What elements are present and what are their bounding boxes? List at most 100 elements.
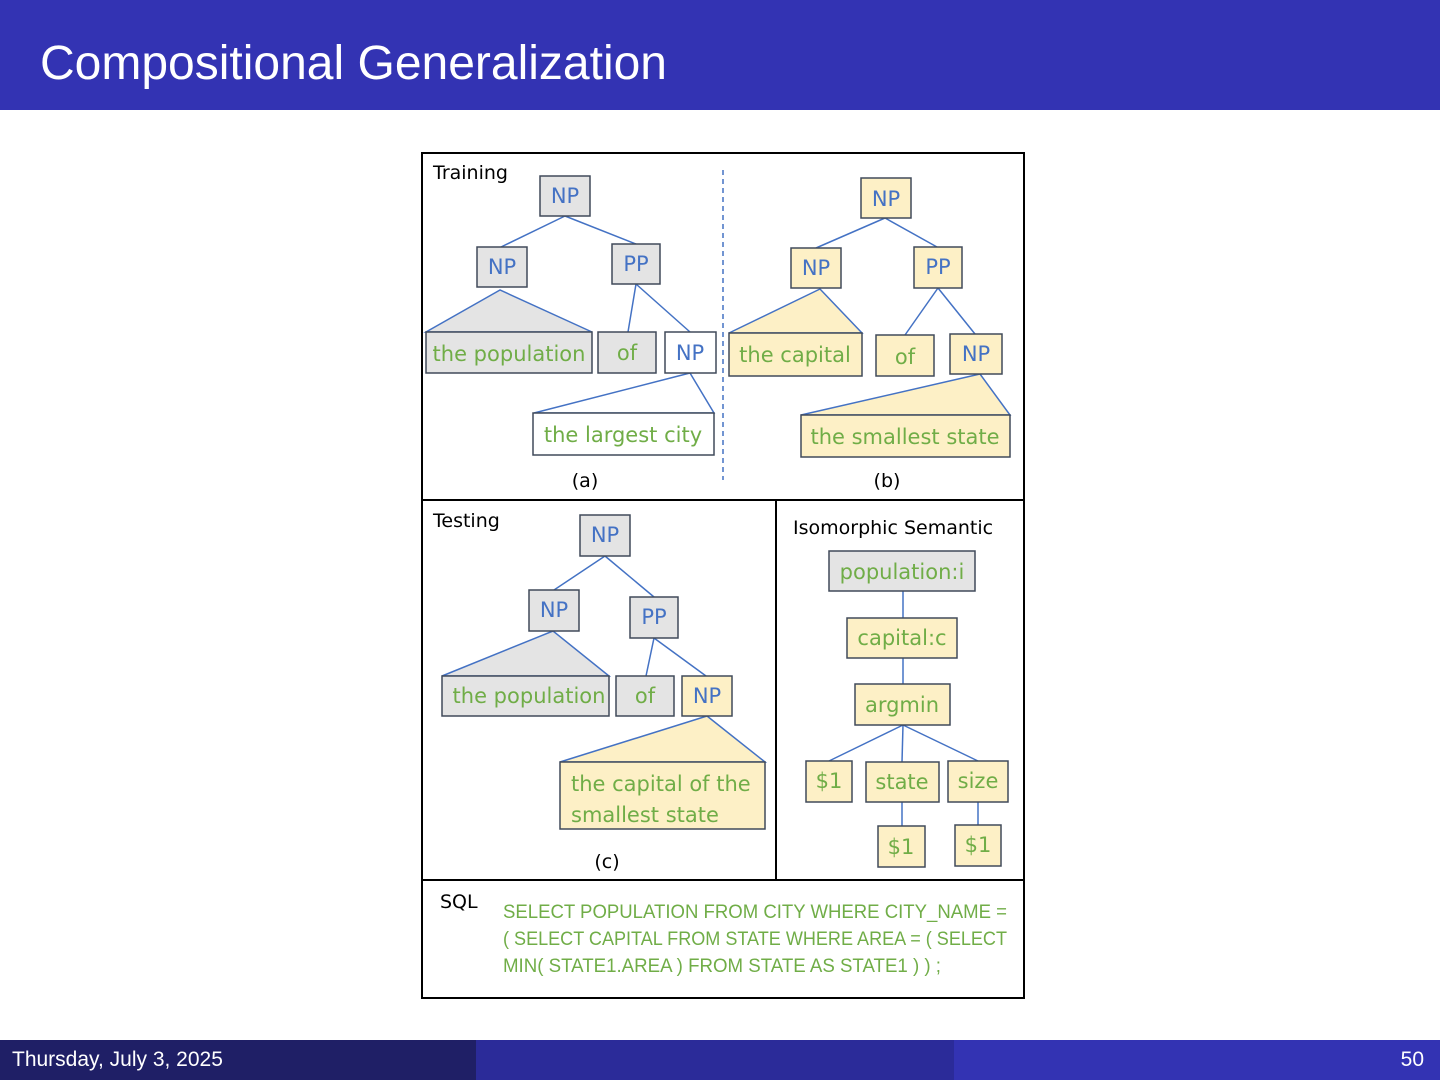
np-node-label: NP bbox=[802, 256, 830, 280]
phrase-text-line: smallest state bbox=[571, 803, 719, 827]
tree-edge bbox=[937, 287, 976, 335]
np-node-label: NP bbox=[540, 598, 568, 622]
constituent-triangle bbox=[559, 715, 768, 763]
tree-edge bbox=[604, 555, 655, 598]
footer-right-bar bbox=[954, 1040, 1440, 1080]
tree-edge bbox=[627, 283, 637, 333]
sql-label: SQL bbox=[440, 891, 478, 913]
footer-middle-bar bbox=[476, 1040, 954, 1080]
pp-node-label: PP bbox=[925, 255, 950, 279]
tree-b: NP NP PP the capital of NP the smallest … bbox=[728, 177, 1012, 458]
slide-title: Compositional Generalization bbox=[40, 37, 667, 90]
word-box bbox=[615, 675, 675, 717]
np-node-label: NP bbox=[693, 684, 721, 708]
footer-left-bar bbox=[0, 1040, 476, 1080]
semantic-node-label: argmin bbox=[865, 693, 939, 717]
semantic-node bbox=[947, 760, 1009, 803]
training-label: Training bbox=[432, 162, 508, 184]
tree-a: NP NP PP the population of NP the larges… bbox=[423, 175, 717, 456]
np-node-label: NP bbox=[551, 184, 579, 208]
np-node bbox=[476, 246, 528, 288]
phrase-box bbox=[728, 332, 863, 377]
np-node-label: NP bbox=[591, 523, 619, 547]
tree-edge bbox=[828, 724, 904, 762]
sql-query: SELECT POPULATION FROM CITY WHERE CITY_N… bbox=[503, 902, 1007, 977]
figure-border bbox=[421, 152, 1025, 999]
tree-edge bbox=[902, 724, 979, 762]
semantic-node-label: $1 bbox=[888, 835, 915, 859]
phrase-text: the population bbox=[453, 684, 606, 708]
phrase-text: the largest city bbox=[544, 423, 702, 447]
tree-edge bbox=[635, 283, 691, 333]
pp-node bbox=[611, 243, 661, 285]
phrase-box bbox=[425, 331, 593, 374]
np-node bbox=[579, 514, 631, 557]
tree-edge bbox=[553, 555, 606, 591]
semantic-node-label: $1 bbox=[965, 833, 992, 857]
constituent-triangle bbox=[533, 372, 716, 414]
tree-edge bbox=[901, 724, 904, 763]
semantic-node bbox=[846, 617, 958, 659]
tree-edge bbox=[815, 217, 886, 249]
semantic-tree: population:i capital:c argmin $1 state s… bbox=[805, 550, 1009, 868]
title-bar: Compositional Generalization bbox=[0, 0, 1440, 110]
caption-a: (a) bbox=[572, 470, 598, 492]
pp-node bbox=[913, 246, 963, 289]
tree-edge bbox=[653, 637, 707, 677]
tree-edge bbox=[645, 637, 655, 677]
tree-edge bbox=[500, 215, 566, 248]
phrase-box bbox=[532, 412, 715, 456]
np-node bbox=[664, 331, 717, 374]
word-box bbox=[875, 334, 935, 377]
tree-edge bbox=[904, 287, 939, 336]
word-text: of bbox=[617, 341, 638, 365]
pp-node bbox=[629, 596, 679, 639]
constituent-triangle bbox=[728, 288, 864, 334]
sql-line: SELECT POPULATION FROM CITY WHERE CITY_N… bbox=[503, 902, 1007, 923]
semantic-node bbox=[828, 550, 976, 592]
semantic-node-label: $1 bbox=[816, 769, 843, 793]
word-text: of bbox=[895, 345, 916, 369]
pp-node-label: PP bbox=[641, 605, 666, 629]
semantic-node bbox=[854, 683, 951, 726]
phrase-text-line: the capital of the bbox=[571, 772, 751, 796]
np-node bbox=[539, 175, 591, 217]
caption-c: (c) bbox=[594, 851, 619, 873]
word-text: of bbox=[635, 684, 656, 708]
phrase-box bbox=[559, 761, 766, 830]
np-node bbox=[949, 333, 1003, 375]
sql-line: MIN( STATE1.AREA ) FROM STATE AS STATE1 … bbox=[503, 956, 941, 977]
semantic-node-label: state bbox=[875, 770, 928, 794]
phrase-box bbox=[441, 675, 610, 717]
footer-date: Thursday, July 3, 2025 bbox=[12, 1048, 223, 1071]
semantic-node-label: size bbox=[958, 769, 999, 793]
semantic-node-label: population:i bbox=[840, 560, 965, 584]
tree-edge bbox=[564, 215, 637, 245]
pp-node-label: PP bbox=[623, 252, 648, 276]
np-node bbox=[528, 589, 580, 632]
caption-b: (b) bbox=[874, 470, 901, 492]
semantic-node-label: capital:c bbox=[857, 626, 946, 650]
constituent-triangle bbox=[800, 373, 1012, 416]
np-node bbox=[681, 675, 733, 717]
page-number: 50 bbox=[1400, 1048, 1424, 1071]
constituent-triangle bbox=[441, 630, 612, 677]
phrase-text: the population bbox=[433, 342, 586, 366]
tree-edge bbox=[884, 217, 938, 248]
word-box bbox=[597, 331, 657, 374]
np-node-label: NP bbox=[488, 255, 516, 279]
np-node-label: NP bbox=[872, 187, 900, 211]
np-node bbox=[790, 247, 842, 289]
tree-c: NP NP PP the population of NP the capita… bbox=[441, 514, 768, 830]
phrase-box bbox=[800, 414, 1011, 458]
semantic-node bbox=[805, 760, 853, 803]
semantic-label: Isomorphic Semantic bbox=[793, 517, 993, 539]
semantic-node bbox=[877, 825, 926, 868]
constituent-triangle bbox=[423, 289, 593, 333]
phrase-text: the capital bbox=[739, 343, 851, 367]
np-node-label: NP bbox=[676, 341, 704, 365]
semantic-node bbox=[865, 761, 940, 803]
np-node bbox=[860, 177, 912, 219]
